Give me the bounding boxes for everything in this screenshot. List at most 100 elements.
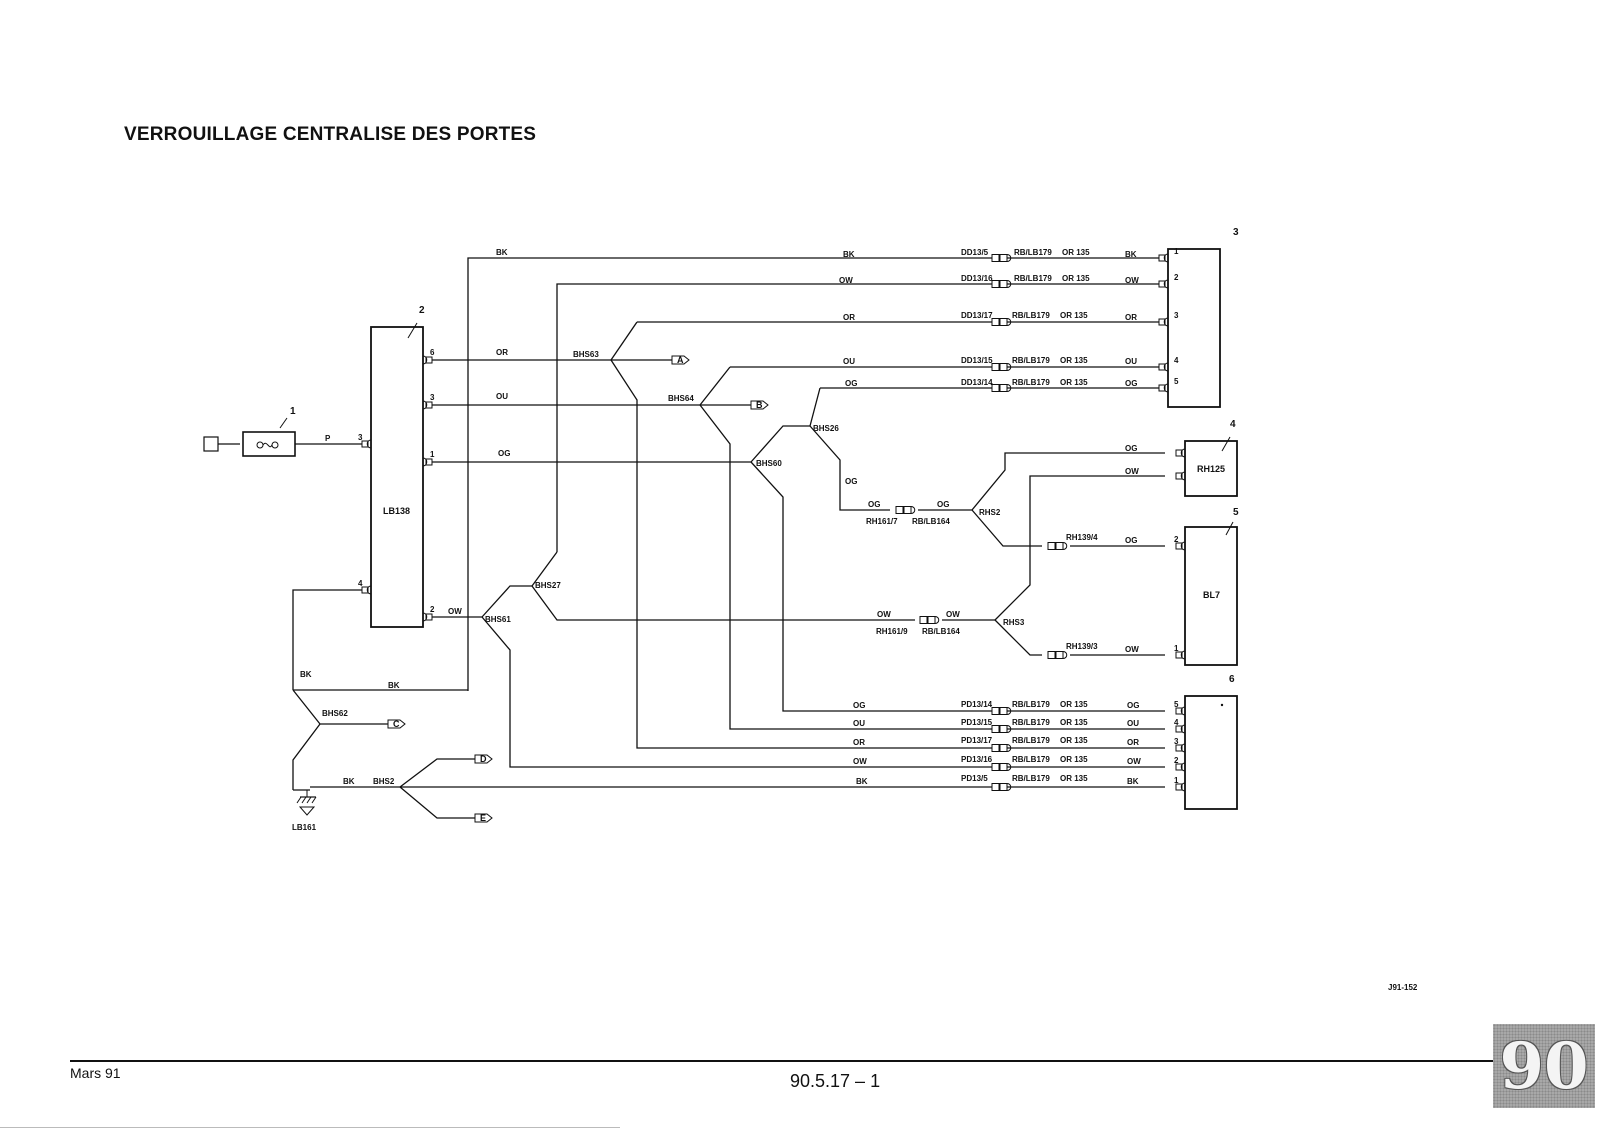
- svg-text:5: 5: [1233, 507, 1239, 518]
- section-tab: 90: [1493, 1024, 1595, 1108]
- component-3: 3 1 2 3 4 5: [1158, 227, 1239, 408]
- svg-text:OR 135: OR 135: [1060, 736, 1088, 745]
- svg-text:RH161/9: RH161/9: [876, 627, 908, 636]
- component-2-lb138: 2 LB138 3 4 6 3 1 2: [358, 305, 435, 628]
- svg-text:3: 3: [1174, 311, 1179, 320]
- svg-text:BK: BK: [843, 250, 855, 259]
- svg-text:BHS62: BHS62: [322, 709, 348, 718]
- component-4-rh125: 4 RH125: [1175, 419, 1238, 497]
- svg-text:OU: OU: [496, 392, 508, 401]
- connector-labels: DD13/5 DD13/16 DD13/17 DD13/15 DD13/14 R…: [866, 248, 1098, 783]
- svg-text:RB/LB179: RB/LB179: [1012, 774, 1050, 783]
- svg-text:OR: OR: [1127, 738, 1139, 747]
- svg-text:A: A: [677, 355, 684, 365]
- svg-text:4: 4: [1174, 356, 1179, 365]
- footer-page-number: 90.5.17 – 1: [790, 1071, 881, 1091]
- offpage-marker-e: E: [474, 813, 493, 823]
- svg-text:OU: OU: [1127, 719, 1139, 728]
- svg-text:OG: OG: [937, 500, 949, 509]
- wires: [218, 257, 1165, 819]
- offpage-marker-c: C: [387, 719, 406, 729]
- svg-text:2: 2: [419, 305, 425, 316]
- ground-lb161: LB161: [292, 789, 317, 832]
- svg-text:OR 135: OR 135: [1060, 718, 1088, 727]
- offpage-marker-b: B: [750, 400, 769, 410]
- svg-text:RB/LB179: RB/LB179: [1012, 755, 1050, 764]
- svg-text:PD13/17: PD13/17: [961, 736, 993, 745]
- svg-text:OR 135: OR 135: [1060, 356, 1088, 365]
- svg-text:OW: OW: [1125, 467, 1139, 476]
- svg-text:4: 4: [1174, 718, 1179, 727]
- svg-text:OR: OR: [496, 348, 508, 357]
- svg-text:5: 5: [1174, 700, 1179, 709]
- offpage-markers: A B C D E: [387, 355, 769, 823]
- svg-text:2: 2: [1174, 756, 1179, 765]
- svg-text:OG: OG: [1125, 444, 1137, 453]
- svg-text:1: 1: [1174, 776, 1179, 785]
- svg-text:OG: OG: [868, 500, 880, 509]
- svg-text:BK: BK: [388, 681, 400, 690]
- svg-text:OW: OW: [839, 276, 853, 285]
- svg-text:P: P: [325, 434, 331, 443]
- svg-text:LB138: LB138: [383, 506, 410, 516]
- svg-text:DD13/15: DD13/15: [961, 356, 993, 365]
- svg-text:DD13/16: DD13/16: [961, 274, 993, 283]
- svg-text:OU: OU: [843, 357, 855, 366]
- offpage-marker-d: D: [474, 754, 493, 764]
- component-5-bl7: 5 BL7 2 1: [1174, 507, 1239, 666]
- svg-text:DD13/5: DD13/5: [961, 248, 989, 257]
- svg-text:BK: BK: [496, 248, 508, 257]
- svg-text:PD13/5: PD13/5: [961, 774, 988, 783]
- svg-text:OG: OG: [845, 379, 857, 388]
- footer-divider: [70, 1060, 1495, 1062]
- svg-text:RB/LB179: RB/LB179: [1012, 378, 1050, 387]
- svg-text:DD13/17: DD13/17: [961, 311, 993, 320]
- svg-text:3: 3: [1174, 737, 1179, 746]
- svg-text:D: D: [480, 754, 487, 764]
- svg-text:OR: OR: [1125, 313, 1137, 322]
- svg-text:BHS27: BHS27: [535, 581, 561, 590]
- svg-text:BHS61: BHS61: [485, 615, 511, 624]
- svg-text:RHS2: RHS2: [979, 508, 1001, 517]
- page-title: VERROUILLAGE CENTRALISE DES PORTES: [124, 124, 537, 145]
- svg-text:RB/LB179: RB/LB179: [1012, 736, 1050, 745]
- svg-text:3: 3: [358, 433, 363, 442]
- svg-text:OR 135: OR 135: [1062, 248, 1090, 257]
- svg-text:BK: BK: [856, 777, 868, 786]
- svg-text:OR 135: OR 135: [1060, 755, 1088, 764]
- component-1: 1: [203, 406, 296, 457]
- svg-text:4: 4: [358, 579, 363, 588]
- svg-text:2: 2: [1174, 273, 1179, 282]
- svg-text:OR 135: OR 135: [1062, 274, 1090, 283]
- svg-text:OW: OW: [853, 757, 867, 766]
- bottom-edge-rule: [0, 1127, 620, 1128]
- svg-text:RB/LB179: RB/LB179: [1014, 274, 1052, 283]
- svg-text:RB/LB179: RB/LB179: [1012, 356, 1050, 365]
- component-6: 6 5 4 3 2 1: [1174, 674, 1238, 810]
- svg-text:B: B: [756, 400, 763, 410]
- svg-text:BK: BK: [1125, 250, 1137, 259]
- svg-text:1: 1: [1174, 247, 1179, 256]
- svg-text:OG: OG: [498, 449, 510, 458]
- svg-text:RH161/7: RH161/7: [866, 517, 898, 526]
- svg-text:PD13/14: PD13/14: [961, 700, 993, 709]
- svg-text:1: 1: [1174, 644, 1179, 653]
- svg-text:OW: OW: [1125, 276, 1139, 285]
- svg-text:OU: OU: [1125, 357, 1137, 366]
- svg-text:LB161: LB161: [292, 823, 317, 832]
- svg-text:BL7: BL7: [1203, 590, 1220, 600]
- svg-text:BHS63: BHS63: [573, 350, 599, 359]
- svg-text:PD13/15: PD13/15: [961, 718, 993, 727]
- svg-text:BK: BK: [300, 670, 312, 679]
- svg-text:OR 135: OR 135: [1060, 378, 1088, 387]
- svg-text:2: 2: [430, 605, 435, 614]
- section-tab-number: 90: [1499, 1028, 1589, 1104]
- svg-text:RH139/4: RH139/4: [1066, 533, 1098, 542]
- svg-text:OW: OW: [1127, 757, 1141, 766]
- svg-text:DD13/14: DD13/14: [961, 378, 993, 387]
- svg-text:RH125: RH125: [1197, 464, 1225, 474]
- offpage-marker-a: A: [671, 355, 690, 365]
- svg-text:OG: OG: [1127, 701, 1139, 710]
- svg-text:RH139/3: RH139/3: [1066, 642, 1098, 651]
